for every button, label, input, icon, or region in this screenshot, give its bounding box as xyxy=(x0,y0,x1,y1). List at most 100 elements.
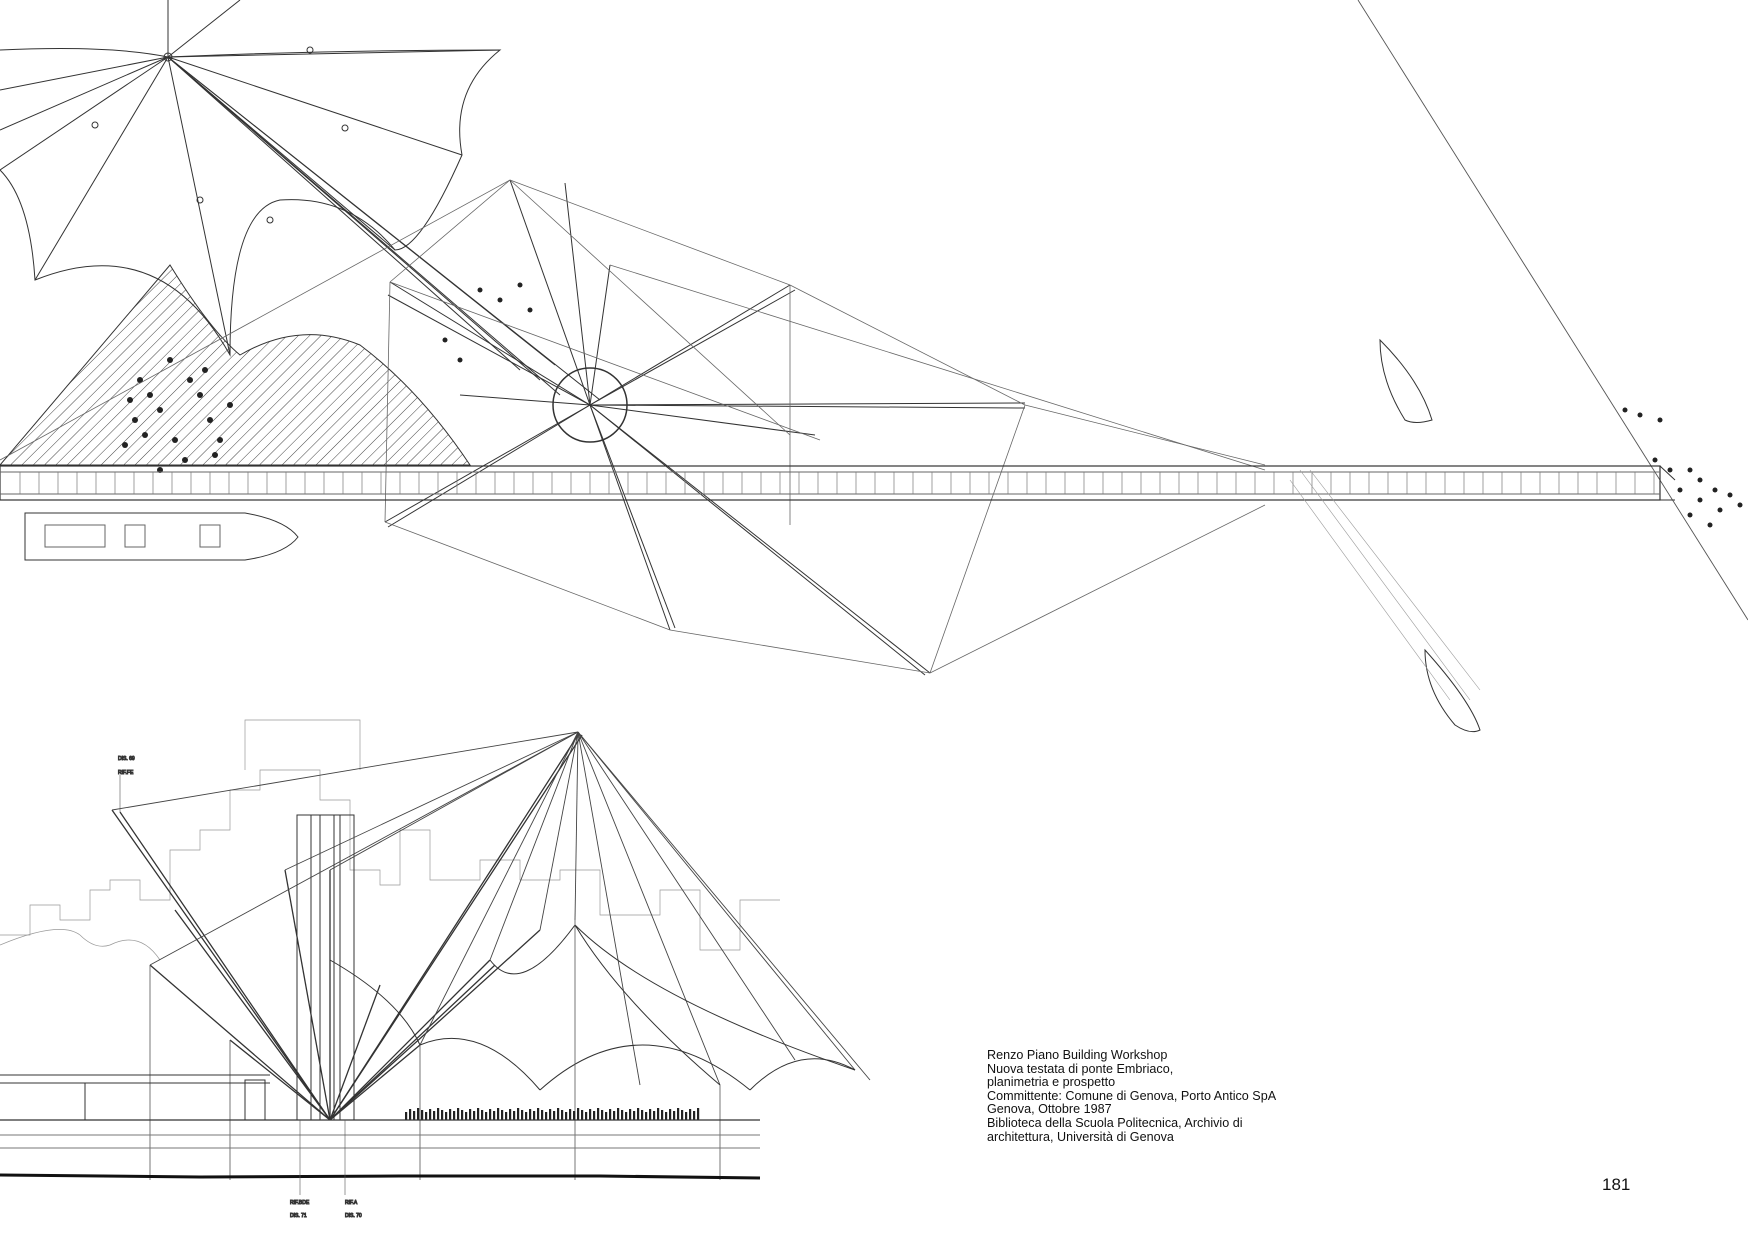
person-silhouette xyxy=(497,1108,500,1120)
person-silhouette xyxy=(629,1109,632,1120)
person-silhouette xyxy=(605,1112,608,1120)
person-silhouette xyxy=(581,1110,584,1120)
pier xyxy=(0,465,1676,501)
person-silhouette xyxy=(621,1110,624,1120)
person-silhouette xyxy=(517,1108,520,1120)
person-silhouette xyxy=(501,1110,504,1120)
label-rifa: RIF.A xyxy=(345,1200,358,1206)
hatched-area xyxy=(0,264,471,466)
figure-caption: Renzo Piano Building Workshop Nuova test… xyxy=(987,1048,1327,1144)
person-silhouette xyxy=(553,1111,556,1120)
person-silhouette xyxy=(661,1110,664,1120)
person-silhouette xyxy=(453,1111,456,1120)
person-silhouette xyxy=(657,1108,660,1120)
label-dis69: DIS. 69 xyxy=(118,756,135,762)
person-silhouette xyxy=(577,1108,580,1120)
person-silhouette xyxy=(405,1112,408,1120)
person-silhouette xyxy=(557,1108,560,1120)
person-silhouette xyxy=(613,1111,616,1120)
bigo-hub xyxy=(384,179,1026,676)
person-silhouette xyxy=(653,1111,656,1120)
crowd-plan xyxy=(122,282,533,473)
tent-canopy xyxy=(0,0,601,401)
person-silhouette xyxy=(493,1111,496,1120)
person-silhouette xyxy=(477,1108,480,1120)
caption-line-university: architettura, Università di Genova xyxy=(987,1129,1174,1144)
person-silhouette xyxy=(525,1112,528,1120)
crowd-elevation xyxy=(405,1108,700,1120)
person-silhouette xyxy=(549,1109,552,1120)
person-silhouette xyxy=(449,1109,452,1120)
person-silhouette xyxy=(669,1109,672,1120)
person-silhouette xyxy=(425,1112,428,1120)
person-silhouette xyxy=(533,1111,536,1120)
page-number: 181 xyxy=(1602,1175,1631,1194)
person-silhouette xyxy=(433,1111,436,1120)
person-silhouette xyxy=(617,1108,620,1120)
person-silhouette xyxy=(461,1110,464,1120)
site-plan xyxy=(0,0,1748,733)
canopy-elevation xyxy=(329,924,856,1091)
derrick-arms xyxy=(111,734,583,1121)
person-silhouette xyxy=(473,1111,476,1120)
piles xyxy=(149,920,721,1180)
person-silhouette xyxy=(573,1111,576,1120)
person-silhouette xyxy=(489,1109,492,1120)
person-silhouette xyxy=(569,1109,572,1120)
person-silhouette xyxy=(421,1110,424,1120)
person-silhouette xyxy=(681,1110,684,1120)
person-silhouette xyxy=(673,1111,676,1120)
person-silhouette xyxy=(677,1108,680,1120)
label-dis70: DIS. 70 xyxy=(345,1213,362,1219)
deck xyxy=(0,1074,760,1149)
person-silhouette xyxy=(537,1108,540,1120)
person-silhouette xyxy=(441,1110,444,1120)
person-silhouette xyxy=(545,1112,548,1120)
person-silhouette xyxy=(505,1112,508,1120)
cables-elevation xyxy=(111,731,871,1086)
person-silhouette xyxy=(685,1112,688,1120)
skyline xyxy=(0,719,780,961)
person-silhouette xyxy=(689,1109,692,1120)
cables-plan xyxy=(0,179,1266,674)
caption-line-project: Nuova testata di ponte Embriaco, xyxy=(987,1061,1174,1076)
person-silhouette xyxy=(609,1109,612,1120)
person-silhouette xyxy=(649,1109,652,1120)
diagonal-line xyxy=(1357,0,1748,621)
person-silhouette xyxy=(597,1108,600,1120)
person-silhouette xyxy=(437,1108,440,1120)
person-silhouette xyxy=(565,1112,568,1120)
person-silhouette xyxy=(665,1112,668,1120)
person-silhouette xyxy=(625,1112,628,1120)
person-silhouette xyxy=(697,1108,700,1120)
label-rifbde: RIF.BDE xyxy=(290,1200,310,1206)
person-silhouette xyxy=(529,1109,532,1120)
person-silhouette xyxy=(429,1109,432,1120)
person-silhouette xyxy=(481,1110,484,1120)
caption-line-date: Genova, Ottobre 1987 xyxy=(987,1102,1112,1117)
sea-line xyxy=(0,1173,761,1180)
label-riffe: RIF.FE xyxy=(118,770,134,776)
person-silhouette xyxy=(465,1112,468,1120)
person-silhouette xyxy=(561,1110,564,1120)
person-silhouette xyxy=(445,1112,448,1120)
person-silhouette xyxy=(521,1110,524,1120)
person-silhouette xyxy=(469,1109,472,1120)
boats-water xyxy=(1379,338,1481,733)
person-silhouette xyxy=(637,1108,640,1120)
person-silhouette xyxy=(509,1109,512,1120)
person-silhouette xyxy=(513,1111,516,1120)
caption-line-architect: Renzo Piano Building Workshop xyxy=(987,1048,1168,1062)
elevation: DIS. 69 RIF.FE RIF.BDE DIS. 71 RIF.A DIS… xyxy=(0,719,871,1220)
person-silhouette xyxy=(589,1109,592,1120)
person-silhouette xyxy=(693,1111,696,1120)
wake-lines xyxy=(1289,469,1481,701)
person-silhouette xyxy=(413,1111,416,1120)
person-silhouette xyxy=(485,1112,488,1120)
person-silhouette xyxy=(593,1111,596,1120)
person-silhouette xyxy=(645,1112,648,1120)
pier-divisions xyxy=(19,472,1655,494)
caption-line-drawing-type: planimetria e prospetto xyxy=(987,1075,1116,1090)
ship-plan xyxy=(24,512,299,561)
